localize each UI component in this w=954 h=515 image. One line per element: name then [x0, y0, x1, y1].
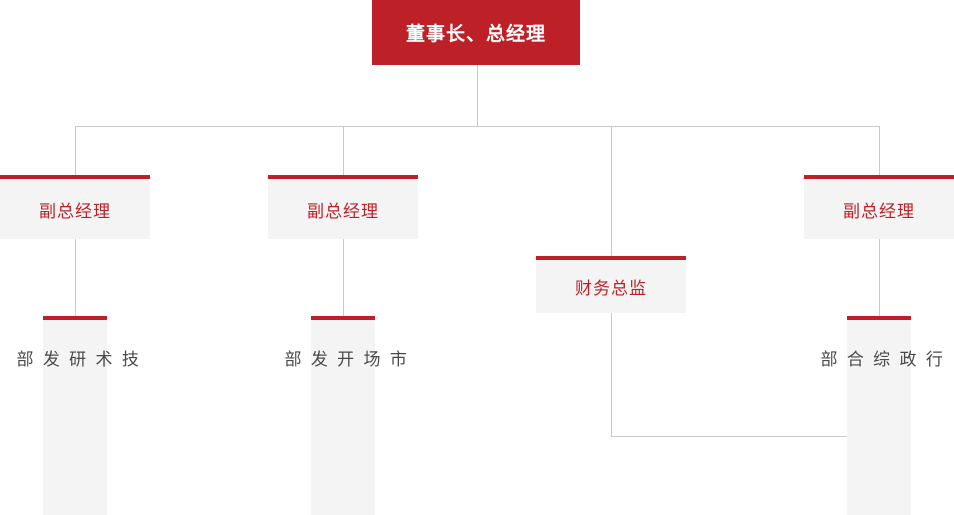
node-financial-director[interactable]: 财务总监	[536, 256, 686, 313]
connector-dept-drop-2	[343, 239, 344, 317]
node-deputy-general-manager-1-label: 副总经理	[39, 201, 111, 222]
node-department-administration[interactable]: 行 政 综 合 部	[816, 316, 942, 515]
node-deputy-general-manager-3[interactable]: 副总经理	[804, 175, 954, 239]
connector-finance-elbow-horizontal	[611, 436, 851, 437]
node-deputy-general-manager-2-label: 副总经理	[307, 201, 379, 222]
connector-drop-2	[343, 126, 344, 175]
connector-drop-1	[75, 126, 76, 175]
connector-finance-elbow-vertical	[611, 313, 612, 436]
connector-drop-3	[611, 126, 612, 256]
node-deputy-general-manager-1[interactable]: 副总经理	[0, 175, 150, 239]
node-department-market-development-label: 市 场 开 发 部	[280, 350, 406, 369]
node-department-technology-rnd-label: 技 术 研 发 部	[12, 350, 138, 369]
connector-root-stem	[477, 65, 478, 126]
connector-dept-drop-1	[75, 239, 76, 317]
node-chairman-general-manager-label: 董事长、总经理	[405, 23, 546, 45]
connector-bus	[75, 126, 880, 127]
node-department-administration-label: 行 政 综 合 部	[816, 350, 942, 369]
node-deputy-general-manager-2[interactable]: 副总经理	[268, 175, 418, 239]
connector-dept-drop-3	[879, 239, 880, 317]
node-department-technology-rnd[interactable]: 技 术 研 发 部	[12, 316, 138, 515]
node-financial-director-label: 财务总监	[575, 279, 647, 299]
connector-drop-4	[879, 126, 880, 175]
node-chairman-general-manager[interactable]: 董事长、总经理	[372, 0, 580, 65]
node-department-market-development[interactable]: 市 场 开 发 部	[280, 316, 406, 515]
node-deputy-general-manager-3-label: 副总经理	[843, 201, 915, 222]
